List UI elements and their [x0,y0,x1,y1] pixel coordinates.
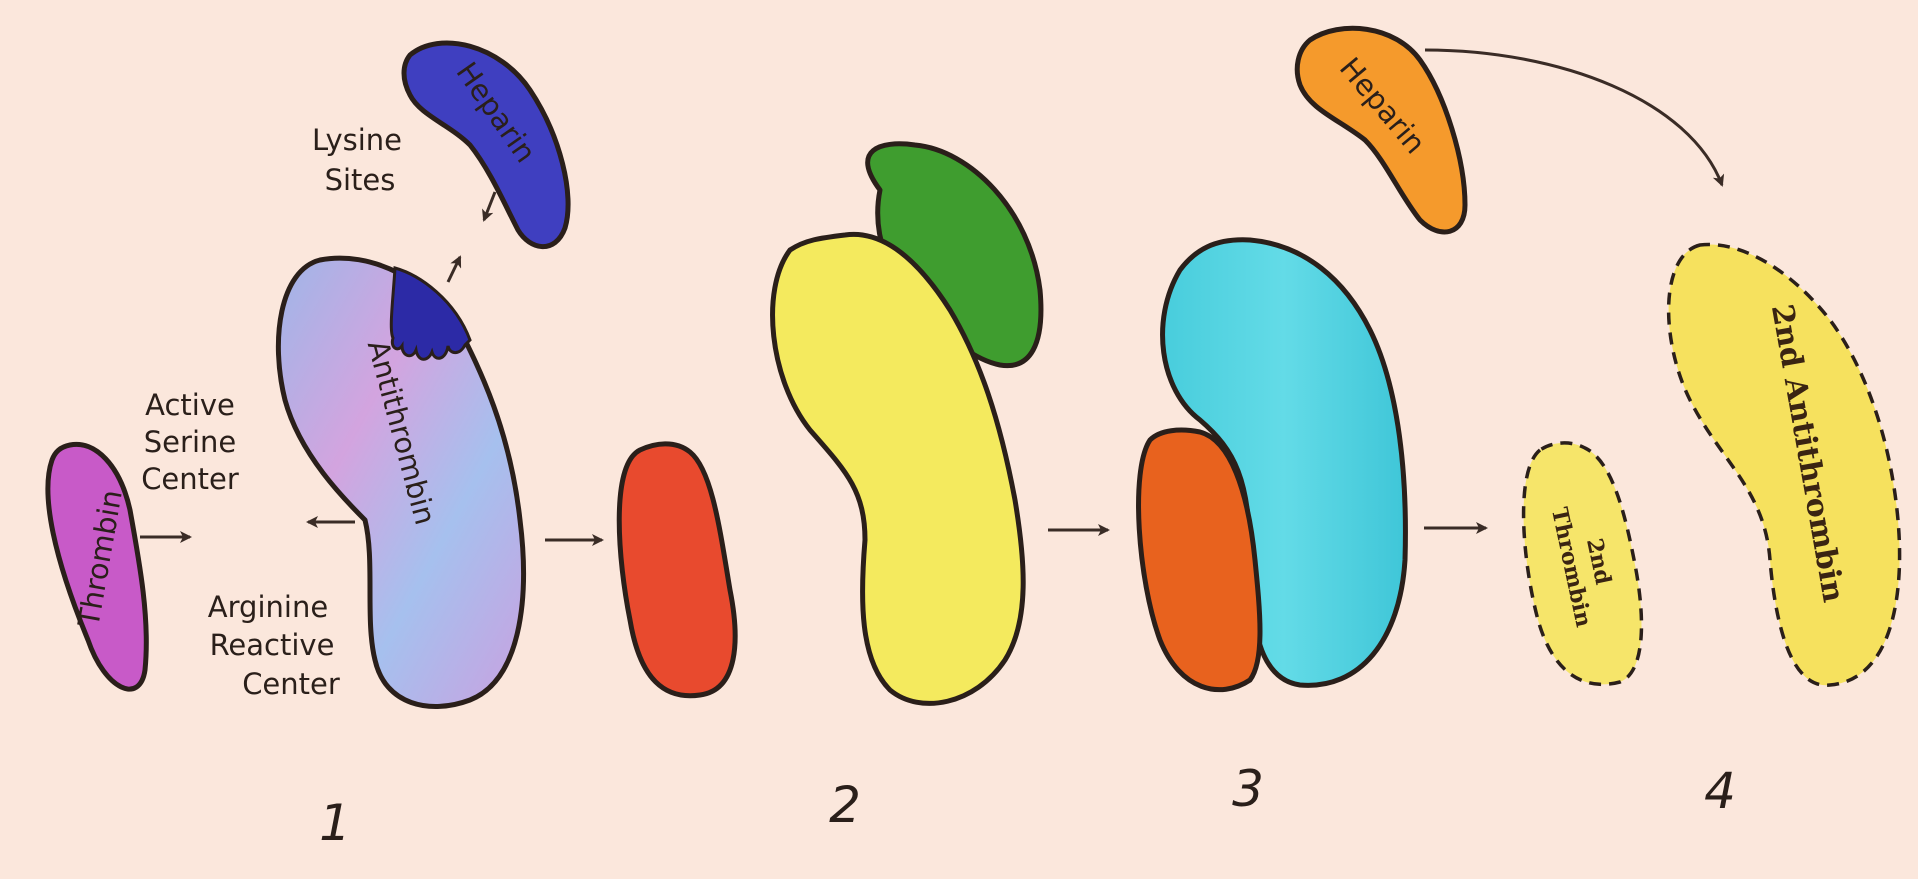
second-thrombin-shape: 2nd Thrombin [1524,443,1642,684]
curved-arrow-heparin-to-antithrombin [1425,50,1722,185]
svg-text:Arginine: Arginine [208,590,328,624]
arginine-reactive-center-label: Arginine Reactive Center [208,590,340,701]
step-number-2: 2 [829,776,861,834]
red-shape [619,444,735,696]
svg-text:Center: Center [141,462,239,496]
svg-text:Center: Center [242,667,340,701]
arrow-heparin-down [484,192,495,220]
lysine-sites-label: Lysine Sites [312,123,402,197]
step-number-3: 3 [1232,760,1264,818]
heparin-shape-step4: Heparin [1297,28,1465,232]
active-serine-center-label: Active Serine Center [141,388,239,496]
svg-text:Reactive: Reactive [210,628,335,662]
svg-text:Active: Active [145,388,235,422]
step-number-1: 1 [319,794,351,852]
svg-text:Serine: Serine [144,425,236,459]
arrow-antithrombin-up [448,257,460,282]
svg-text:Sites: Sites [325,163,396,197]
thrombin-shape: Thrombin [48,444,146,689]
second-antithrombin-shape: 2nd Antithrombin [1669,245,1900,686]
svg-text:Lysine: Lysine [312,123,402,157]
step-number-4: 4 [1704,762,1736,820]
